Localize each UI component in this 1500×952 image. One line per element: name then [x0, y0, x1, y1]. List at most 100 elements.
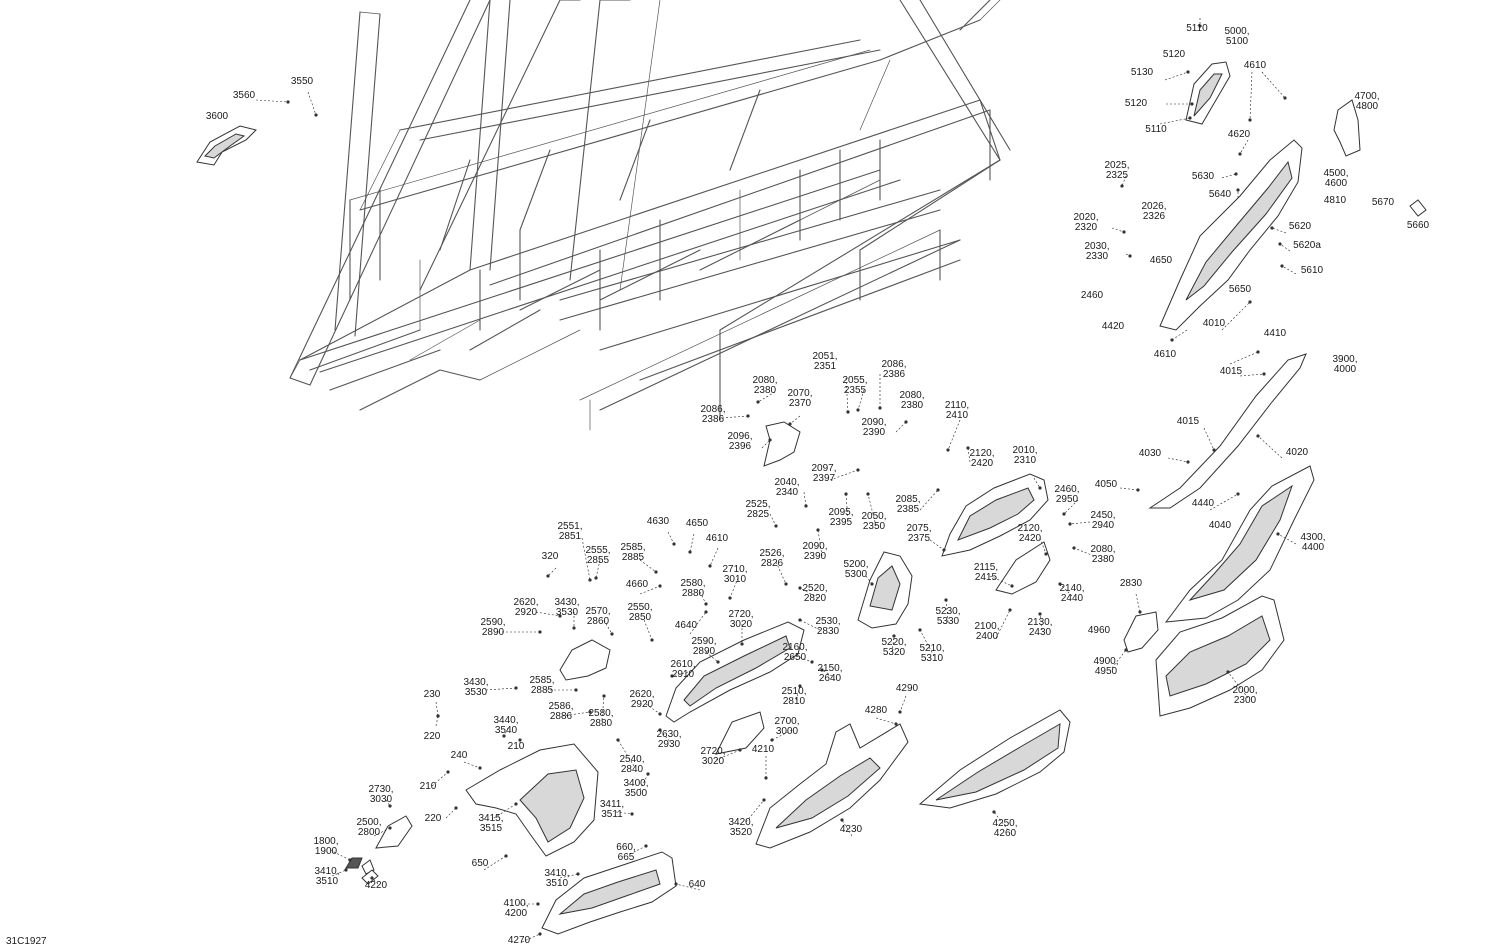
part-callout: 4010 — [1203, 318, 1226, 329]
leader-line — [1221, 301, 1251, 331]
callout-line: 4015 — [1220, 366, 1243, 377]
callout-line: 2070, — [787, 388, 812, 399]
part-callout: 2000,2300 — [1232, 685, 1257, 706]
part-4700-bracket — [1333, 99, 1361, 157]
fastener-dot — [946, 448, 950, 452]
leader-line — [769, 513, 777, 527]
callout-line: 650 — [472, 858, 489, 869]
frame-tube — [719, 159, 1001, 331]
part-callout: 4900,4950 — [1093, 656, 1118, 677]
callout-line: 3030 — [370, 794, 393, 805]
callout-line: 2385 — [897, 504, 920, 515]
leader-line — [615, 811, 633, 815]
part-5000-mirror-bracket — [1185, 61, 1231, 125]
part-3400-front-side-panel — [465, 743, 599, 857]
part-callout: 4630 — [647, 516, 670, 527]
callout-line: 4200 — [505, 908, 528, 919]
callout-line: 3900, — [1332, 354, 1357, 365]
fastener-dot — [1248, 118, 1252, 122]
leader-line — [603, 619, 613, 635]
fastener-dot — [762, 798, 766, 802]
frame-tube — [619, 119, 651, 201]
callout-line: 2351 — [814, 361, 837, 372]
leader-line — [789, 415, 801, 425]
fastener-dot — [894, 722, 898, 726]
callout-line: 5220, — [881, 637, 906, 648]
callout-line: 2130, — [1027, 617, 1052, 628]
fastener-dot — [1038, 612, 1042, 616]
fastener-dot — [1198, 24, 1202, 28]
part-callout: 240 — [451, 750, 468, 761]
fastener-dot — [588, 578, 592, 582]
callout-line: 4610 — [1154, 349, 1177, 360]
leader-line — [689, 611, 707, 635]
callout-line: 2720, — [728, 609, 753, 620]
part-callout: 2090,2390 — [802, 541, 827, 562]
callout-line: 2620, — [513, 597, 538, 608]
part-callout: 4660 — [626, 579, 649, 590]
part-2010-door-frame — [941, 473, 1049, 557]
part-callout: 2051,2351 — [812, 351, 837, 372]
callout-line: 4900, — [1093, 656, 1118, 667]
part-callout: 210 — [420, 781, 437, 792]
callout-line: 4400 — [1302, 542, 1325, 553]
callout-line: 2020, — [1073, 212, 1098, 223]
leader-line — [1257, 435, 1283, 459]
callout-line: 5110 — [1145, 124, 1167, 135]
part-2510-front-door-frame — [665, 621, 805, 723]
fastener-dot — [558, 614, 562, 618]
leader-line — [667, 531, 675, 545]
callout-line: 2555, — [585, 545, 610, 556]
callout-line: 2630, — [656, 729, 681, 740]
callout-line: 2090, — [861, 417, 886, 428]
part-callout: 5130 — [1131, 67, 1154, 78]
callout-line: 2010, — [1012, 445, 1037, 456]
callout-line: 5610 — [1301, 265, 1324, 276]
frame-tube — [399, 39, 861, 131]
callout-line: 2730, — [368, 784, 393, 795]
callout-line: 4610 — [1244, 60, 1267, 71]
fastener-dot — [878, 406, 882, 410]
leader-line — [1279, 243, 1291, 252]
leader-line — [795, 655, 813, 663]
callout-line: 5130 — [1131, 67, 1154, 78]
callout-line: 2430 — [1029, 627, 1052, 638]
frame-tube — [979, 0, 1001, 21]
part-callout: 5620 — [1289, 221, 1312, 232]
callout-line: 3600 — [206, 111, 229, 122]
callout-line: 2880 — [682, 588, 705, 599]
part-callout: 2510,2810 — [781, 686, 806, 707]
part-callout: 4100,4200 — [503, 898, 528, 919]
part-callout: 3600 — [206, 111, 229, 122]
callout-line: 5230, — [935, 606, 960, 617]
part-callout: 2720,3020 — [728, 609, 753, 630]
leader-line — [503, 727, 509, 737]
callout-line: 2950 — [1056, 494, 1079, 505]
part-callout: 2620,2920 — [629, 689, 654, 710]
leader-line — [639, 559, 657, 573]
callout-line: 2580, — [680, 578, 705, 589]
part-callout: 5660 — [1407, 220, 1430, 231]
part-callout: 2096,2396 — [727, 431, 752, 452]
part-callout: 2580,2880 — [680, 578, 705, 599]
leader-line — [867, 493, 877, 527]
part-callout: 2100,2400 — [974, 621, 999, 642]
part-callout: 5620a — [1293, 240, 1321, 251]
callout-line: 2650 — [784, 652, 807, 663]
part-callout: 3411,3511 — [600, 799, 624, 820]
fastener-dot — [1186, 460, 1190, 464]
frame-tube — [309, 0, 491, 386]
leader-line — [1209, 493, 1239, 511]
callout-line: 220 — [425, 813, 442, 824]
part-callout: 4610 — [706, 533, 729, 544]
fastener-dot — [770, 738, 774, 742]
callout-line: 2551, — [557, 521, 582, 532]
part-callout: 3560 — [233, 90, 256, 101]
callout-line: 3430, — [463, 677, 488, 688]
callout-line: 4650 — [686, 518, 709, 529]
part-callout: 3440,3540 — [493, 715, 518, 736]
fastener-dot — [1038, 486, 1042, 490]
frame-tube — [359, 369, 441, 411]
part-callout: 4270 — [508, 935, 531, 946]
leader-line — [463, 761, 481, 769]
